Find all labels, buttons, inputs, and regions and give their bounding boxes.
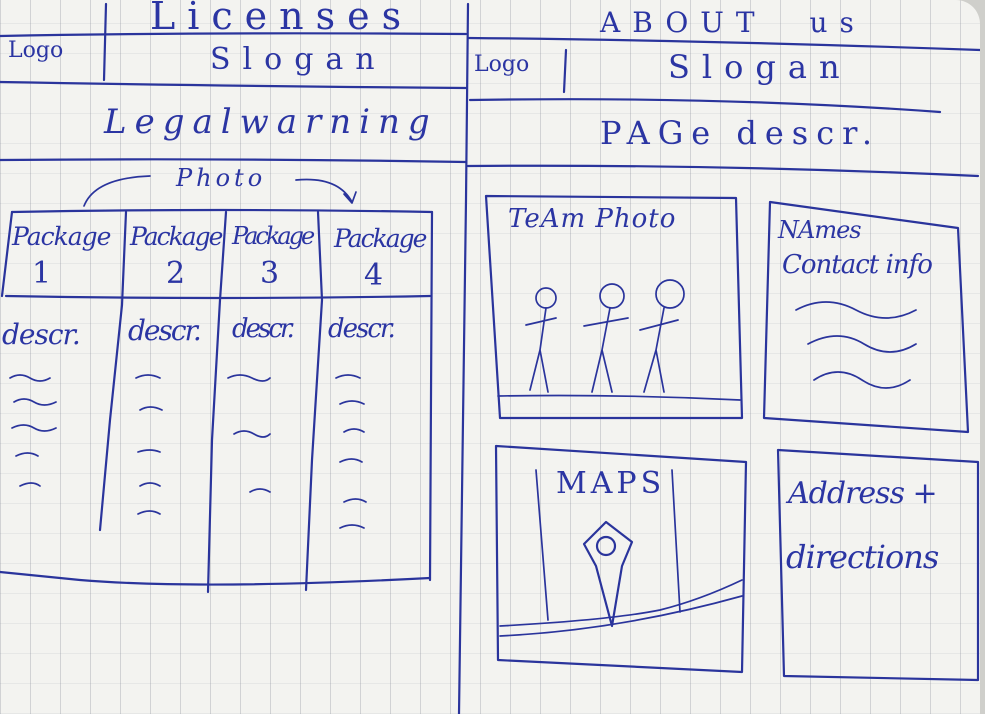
package-1-number: 1 xyxy=(32,256,52,291)
maps-label: MAPS xyxy=(556,466,666,501)
photo-arrow-left xyxy=(83,175,151,207)
packages-top xyxy=(10,208,434,214)
right-slogan: Slogan xyxy=(668,48,852,86)
left-logo: Logo xyxy=(8,38,64,63)
package-1-desc: descr. xyxy=(2,318,81,351)
package-2-number: 2 xyxy=(166,256,186,291)
right-logo: Logo xyxy=(474,52,530,77)
packages-bottom xyxy=(0,570,432,586)
address-label: Address + xyxy=(788,476,938,511)
right-header-line-3 xyxy=(466,164,980,178)
package-3-number: 3 xyxy=(260,256,280,291)
packages-col-3 xyxy=(304,210,324,592)
packages-right-edge xyxy=(428,210,434,582)
team-photo-box xyxy=(484,194,744,420)
package-4-desc: descr. xyxy=(328,314,396,344)
descr-lines-1 xyxy=(9,374,57,487)
right-header-line-2 xyxy=(468,98,942,114)
photo-arrow-right xyxy=(295,178,357,204)
page-divider xyxy=(457,2,470,714)
left-header-line-1 xyxy=(0,32,468,38)
address-box xyxy=(776,448,980,682)
left-header-line-2 xyxy=(0,80,468,90)
package-1-name: Package xyxy=(12,222,111,251)
directions-label: directions xyxy=(786,538,939,576)
about-us-title: ABOUT us xyxy=(600,6,866,39)
right-logo-divider xyxy=(562,48,568,94)
names-box xyxy=(762,200,970,434)
licenses-title: Licenses xyxy=(150,0,414,38)
packages-header-bottom xyxy=(4,294,432,300)
packages-col-1 xyxy=(98,210,128,532)
descr-lines-3 xyxy=(227,374,271,493)
page-description: PAGe descr. xyxy=(600,114,881,152)
descr-lines-2 xyxy=(135,374,163,515)
team-photo-label: TeAm Photo xyxy=(508,204,677,234)
packages-col-2 xyxy=(206,210,228,594)
right-header-line-1 xyxy=(466,36,980,52)
maps-columns xyxy=(535,469,681,621)
map-pin-icon xyxy=(582,520,634,628)
package-4-number: 4 xyxy=(364,258,384,293)
left-header-line-3 xyxy=(0,158,468,164)
team-photo-ground xyxy=(497,394,741,401)
package-2-desc: descr. xyxy=(128,314,202,347)
stick-figures xyxy=(525,279,685,393)
legal-warning: Legalwarning xyxy=(104,102,438,142)
packages-left-edge xyxy=(0,210,14,298)
package-3-desc: descr. xyxy=(232,314,295,344)
names-lines xyxy=(795,301,917,389)
maps-box xyxy=(494,444,748,674)
names-label: NAmes xyxy=(778,216,862,244)
photo-label: Photo xyxy=(176,164,267,192)
package-4-name: Package xyxy=(334,224,427,253)
left-slogan: Slogan xyxy=(210,42,387,77)
left-logo-divider xyxy=(102,2,108,82)
package-3-name: Package xyxy=(232,222,315,250)
contact-info-label: Contact info xyxy=(782,250,933,280)
map-pin-dot xyxy=(595,535,617,557)
descr-lines-4 xyxy=(335,374,367,529)
maps-road xyxy=(499,579,743,637)
package-2-name: Package xyxy=(130,222,223,251)
